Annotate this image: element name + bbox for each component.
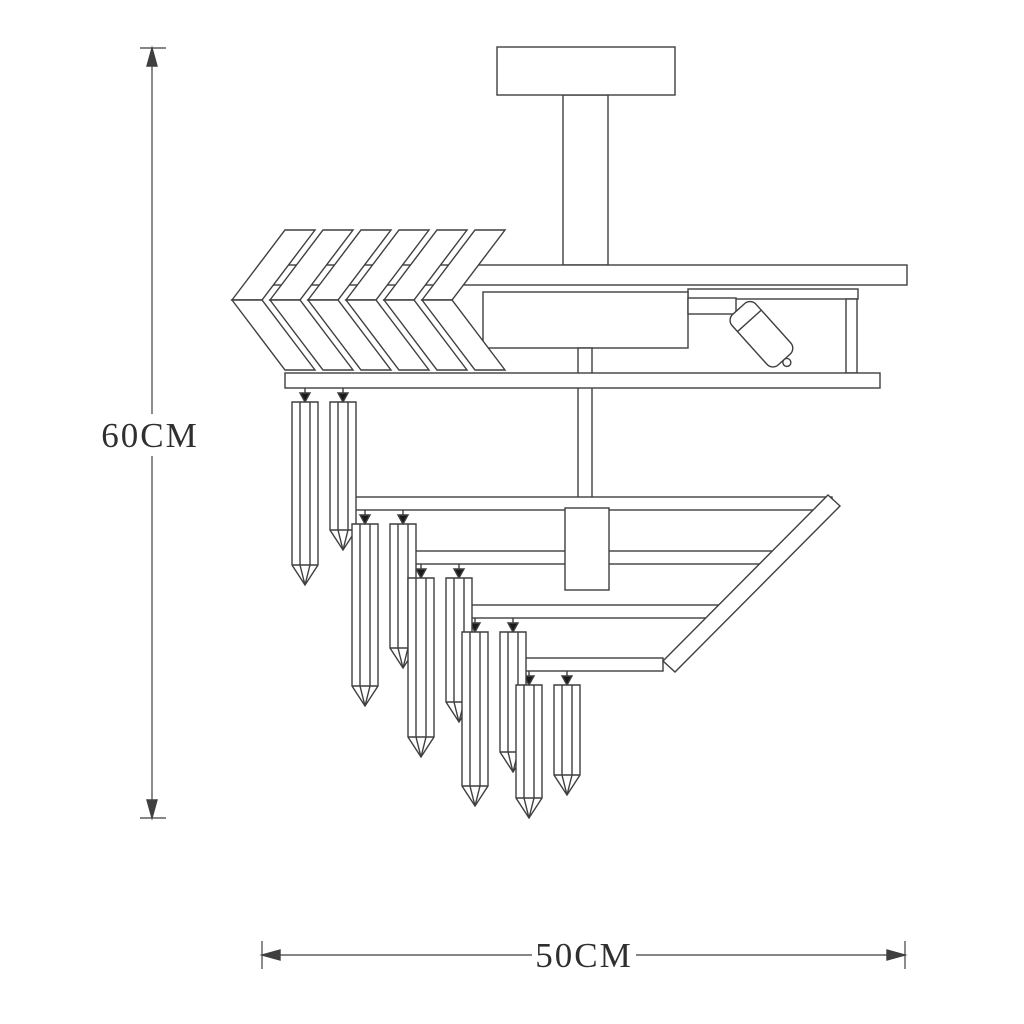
center-rod — [577, 347, 593, 511]
herringbone-strip — [230, 299, 317, 371]
crystal-body — [515, 684, 543, 820]
diagram-art: 60CM 50CM — [101, 45, 908, 976]
crystal-body — [329, 401, 357, 552]
herringbone-strip — [306, 299, 393, 371]
crystal-hook — [560, 671, 574, 687]
prism-crystal — [461, 631, 489, 808]
herringbone-crystal-band — [230, 229, 507, 371]
tier-bar-4 — [507, 657, 664, 672]
tier-diagonal-brace — [661, 494, 842, 673]
lamp-socket-tip — [782, 357, 792, 368]
stem-rod — [562, 94, 609, 266]
lamp-socket — [729, 300, 794, 368]
crystal-body — [291, 401, 319, 587]
crystal-body — [553, 684, 581, 797]
herringbone-strip — [268, 299, 355, 371]
width-dimension-arrows — [259, 949, 908, 961]
crystal-hook — [396, 510, 410, 526]
height-label-background — [104, 414, 196, 456]
ceiling-mount-plate — [496, 46, 676, 96]
height-dimension: 60CM — [101, 45, 198, 821]
crystal-facets — [554, 685, 580, 796]
prism-crystal — [351, 523, 379, 708]
crystal-body — [407, 577, 435, 759]
crystal-facets — [462, 632, 488, 807]
crystal-facets — [330, 402, 356, 551]
crystal-hook — [336, 388, 350, 404]
width-label-background — [532, 934, 636, 976]
crystal-hook — [358, 510, 372, 526]
height-label: 60CM — [101, 416, 198, 455]
lamp-socket-collar — [737, 309, 762, 333]
prism-crystal — [407, 577, 435, 759]
crystal-hook — [414, 564, 428, 580]
prism-crystal — [515, 684, 543, 820]
crystal-facets — [352, 524, 378, 707]
crystal-facets — [516, 685, 542, 819]
height-dimension-arrows — [146, 45, 158, 821]
center-block — [564, 507, 610, 591]
herringbone-strip — [420, 299, 507, 371]
crystal-facets — [408, 578, 434, 758]
herringbone-strip — [382, 299, 469, 371]
arrow-left-icon — [259, 949, 281, 961]
crystal-facets — [292, 402, 318, 586]
arrow-up-icon — [146, 45, 158, 67]
crystal-hook — [506, 618, 520, 634]
prism-crystal — [291, 401, 319, 587]
prism-hooks — [298, 388, 574, 687]
crystal-body — [461, 631, 489, 808]
arrow-right-icon — [886, 949, 908, 961]
arrow-down-icon — [146, 799, 158, 821]
crystal-body — [351, 523, 379, 708]
prism-crystals — [291, 401, 581, 820]
center-housing-box — [482, 291, 689, 349]
width-label: 50CM — [535, 936, 632, 975]
crystal-hook — [298, 388, 312, 404]
prism-crystal — [329, 401, 357, 552]
crystal-hook — [452, 564, 466, 580]
socket-link-arm — [687, 297, 737, 315]
herringbone-strip — [344, 299, 431, 371]
second-bar — [284, 372, 881, 389]
right-support-rod — [845, 298, 858, 374]
prism-crystal — [553, 684, 581, 797]
tier-bar-3 — [454, 604, 721, 619]
width-dimension: 50CM — [259, 934, 908, 976]
